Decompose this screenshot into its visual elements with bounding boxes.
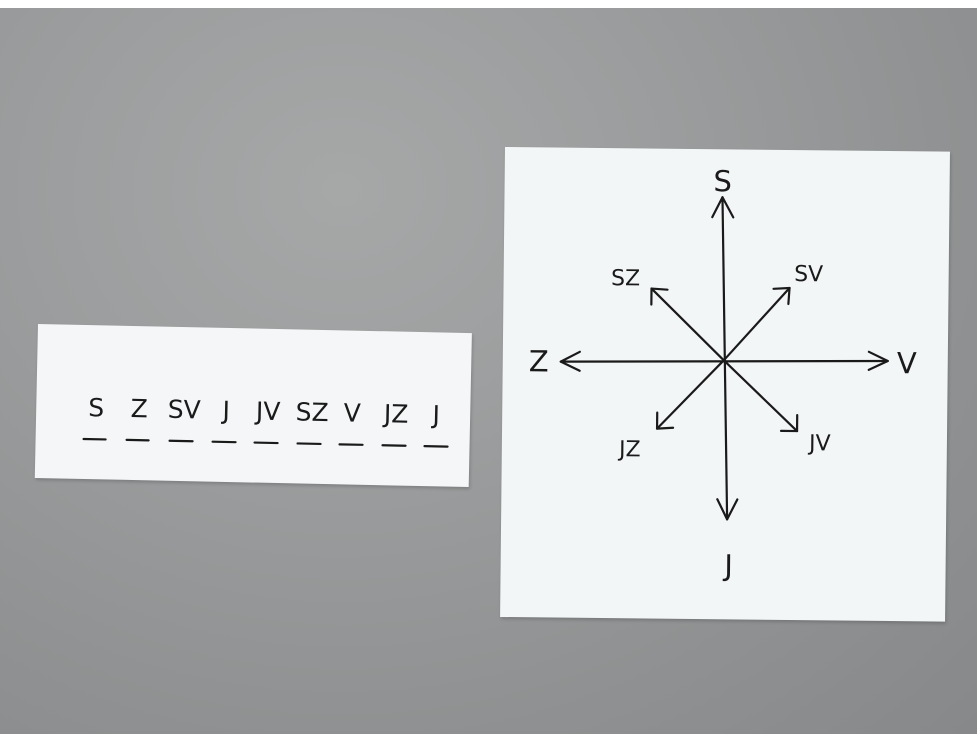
northwest-label: SZ [611, 266, 640, 291]
sequence-letter-4: J [220, 396, 230, 425]
north-label: S [713, 164, 732, 198]
sequence-letter-3: SV [167, 395, 201, 425]
west-label: Z [529, 344, 549, 378]
sequence-letter-1: S [88, 393, 104, 422]
east-label: V [897, 346, 917, 380]
northeast-ray [724, 287, 790, 361]
southwest-ray [657, 360, 724, 430]
southeast-ray [723, 360, 798, 431]
northwest-ray [651, 289, 725, 361]
sequence-letter-2: Z [130, 394, 148, 423]
sequence-letter-9: J [430, 400, 440, 429]
southwest-label: JZ [617, 437, 641, 462]
sequence-letter-5: JV [254, 397, 281, 427]
compass-rose-paper: S J V Z SV SZ JV JZ [500, 147, 950, 622]
sequence-letter-6: SZ [295, 397, 329, 427]
sequence-letter-7: V [343, 398, 361, 427]
northeast-label: SV [794, 262, 823, 287]
sequence-drawing: S Z SV J JV SZ V JZ J [35, 324, 472, 487]
sequence-letter-8: JZ [382, 399, 409, 429]
southeast-label: JV [807, 431, 831, 456]
direction-sequence-paper: S Z SV J JV SZ V JZ J [35, 324, 472, 487]
south-label: J [722, 548, 733, 582]
compass-rose-drawing: S J V Z SV SZ JV JZ [500, 147, 950, 622]
